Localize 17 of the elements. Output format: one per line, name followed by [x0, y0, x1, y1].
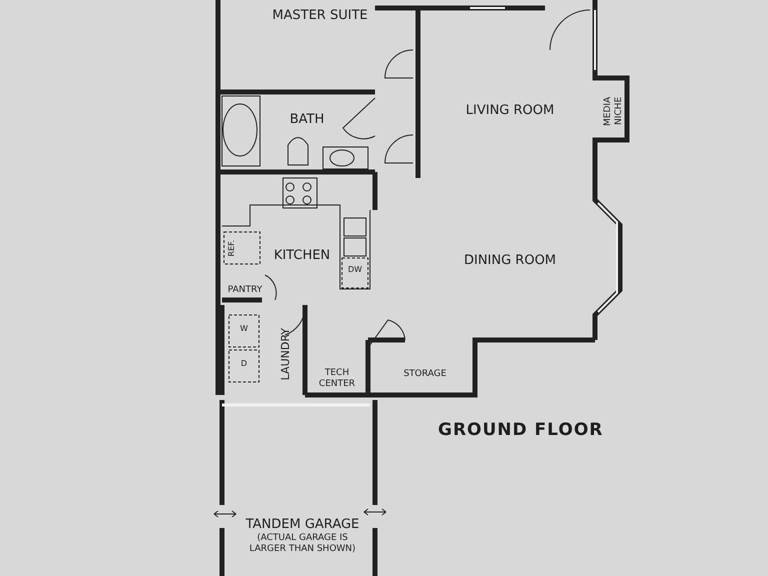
room-label: KITCHEN: [274, 246, 330, 264]
appliance-label: W: [239, 324, 249, 333]
room-label: TANDEM GARAGE: [246, 516, 360, 532]
room-label: TECH CENTER: [318, 368, 356, 390]
appliance-label: D: [240, 359, 248, 368]
room-label: DINING ROOM: [464, 252, 556, 268]
room-note: (ACTUAL GARAGE IS LARGER THAN SHOWN): [248, 532, 357, 554]
room-label: LAUNDRY: [278, 328, 292, 380]
room-label: PANTRY: [228, 285, 262, 296]
appliance-label: DW: [346, 265, 364, 274]
room-label: STORAGE: [404, 368, 446, 380]
room-label: MEDIA NICHE: [603, 95, 625, 128]
plan-title: GROUND FLOOR: [438, 420, 604, 440]
room-label: MASTER SUITE: [272, 6, 368, 24]
room-label: BATH: [290, 110, 324, 128]
appliance-label: REF.: [227, 240, 236, 256]
room-label: LIVING ROOM: [466, 102, 554, 118]
